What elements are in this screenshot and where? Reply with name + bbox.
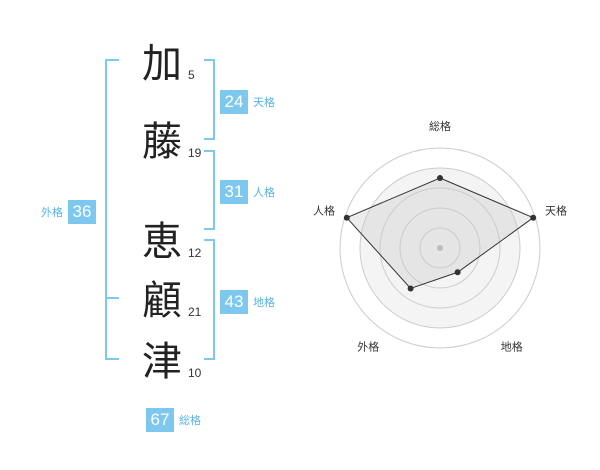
- chikaku-label: 地格: [253, 296, 275, 309]
- soukaku-label: 総格: [179, 414, 201, 427]
- radar-axis-label-2: 天格: [545, 203, 567, 217]
- jinkaku-label: 人格: [253, 186, 275, 199]
- radar-point-2: [530, 214, 537, 221]
- radar-axis-label-1: 総格: [429, 119, 451, 133]
- tenkaku-value: 24: [220, 90, 248, 114]
- stroke-count-2: 19: [188, 146, 202, 160]
- radar-polygon: [345, 177, 535, 290]
- jinkaku-bracket: [204, 150, 215, 230]
- name-char-3: 恵: [142, 219, 182, 265]
- radar-point-3: [454, 269, 461, 276]
- radar-point-4: [407, 285, 414, 292]
- radar-point-1: [437, 175, 443, 181]
- tenkaku-label: 天格: [253, 96, 275, 109]
- name-char-4: 顧: [142, 278, 182, 324]
- chikaku-value: 43: [220, 290, 248, 314]
- tenkaku-bracket: [204, 59, 215, 140]
- stroke-count-1: 5: [188, 68, 195, 82]
- gaikaku-value: 36: [68, 200, 96, 224]
- jinkaku-value: 31: [220, 180, 248, 204]
- name-char-1: 加: [142, 41, 182, 87]
- chikaku-bracket: [204, 239, 215, 360]
- radar-axis-label-4: 外格: [357, 340, 379, 354]
- gaikaku-bracket: [105, 59, 119, 360]
- radar-center: [437, 245, 443, 251]
- stroke-count-5: 10: [188, 366, 202, 380]
- gaikaku-label: 外格: [41, 206, 63, 219]
- name-char-5: 津: [142, 339, 182, 385]
- chikaku-badge: 43 地格: [220, 290, 280, 314]
- gaikaku-badge: 外格 36: [36, 200, 96, 224]
- radar-axis-label-3: 地格: [501, 340, 523, 354]
- jinkaku-badge: 31 人格: [220, 180, 280, 204]
- tenkaku-badge: 24 天格: [220, 90, 280, 114]
- soukaku-badge: 67 総格: [146, 408, 206, 432]
- radar-axis-label-5: 人格: [313, 203, 335, 217]
- stroke-count-3: 12: [188, 246, 202, 260]
- stroke-count-4: 21: [188, 305, 202, 319]
- radar-point-5: [343, 214, 350, 221]
- name-char-2: 藤: [142, 119, 182, 165]
- soukaku-value: 67: [146, 408, 174, 432]
